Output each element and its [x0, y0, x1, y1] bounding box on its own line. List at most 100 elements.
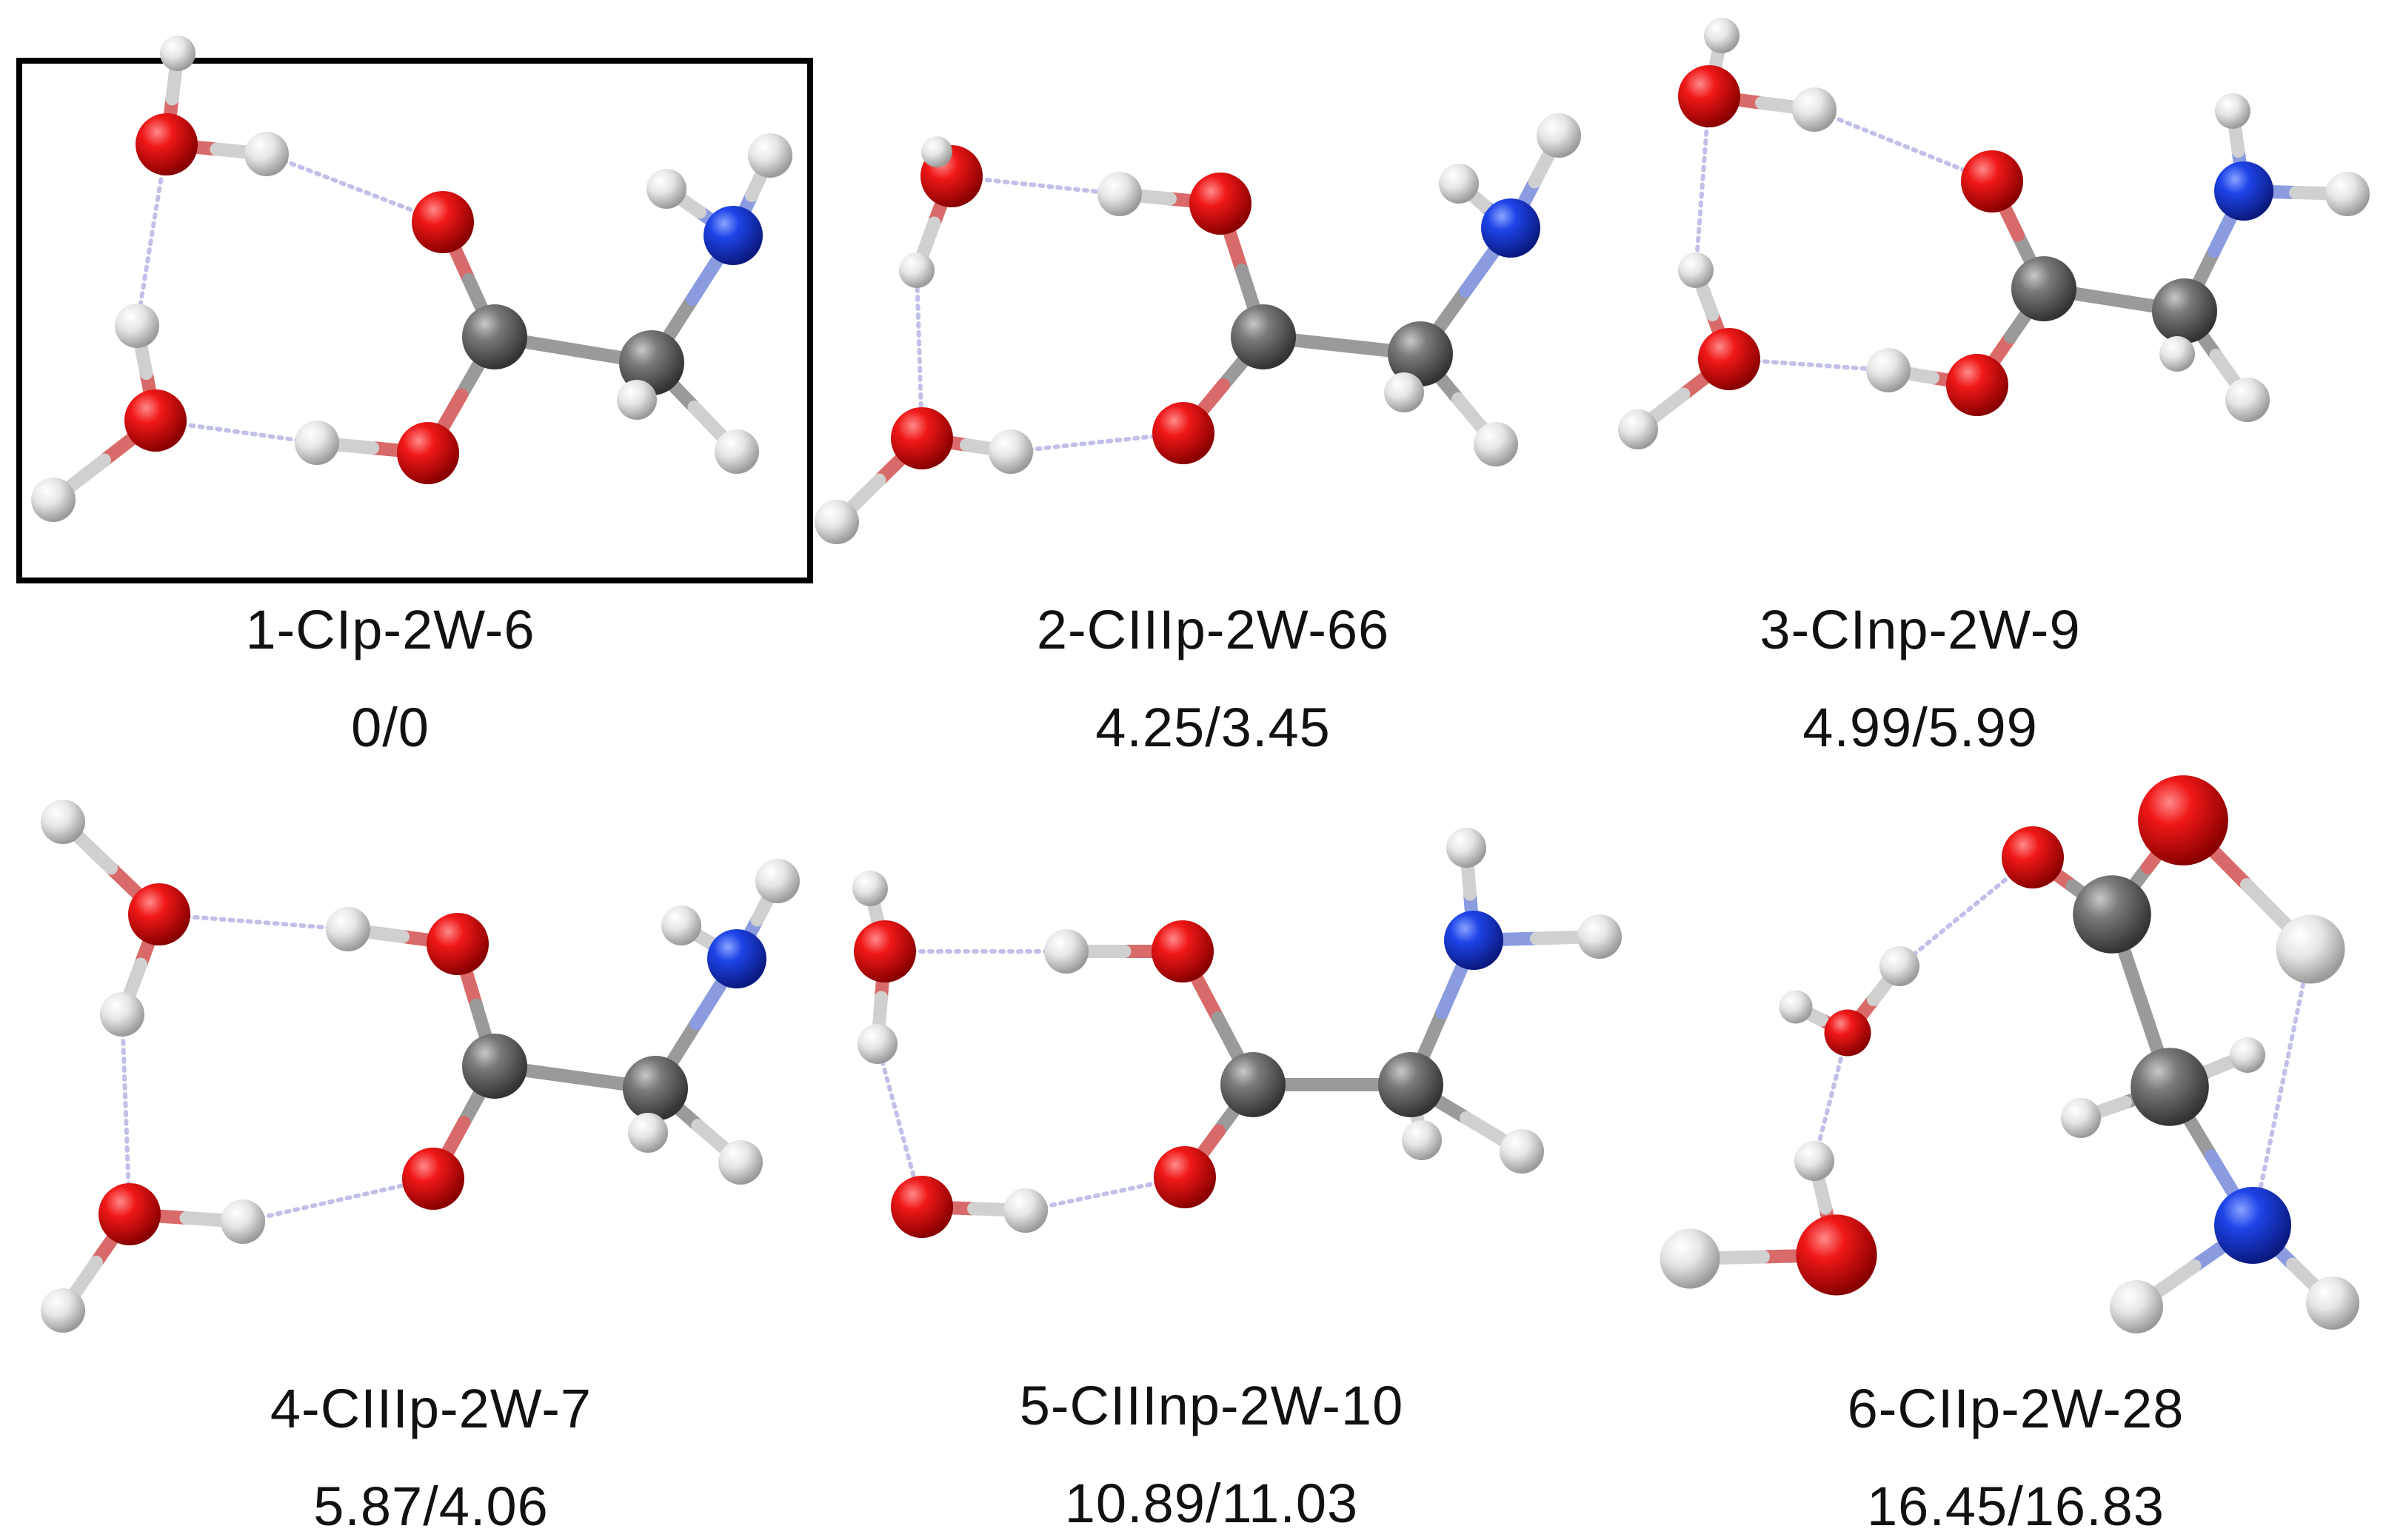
nitrogen-atom	[2214, 161, 2273, 221]
molecule-1	[31, 36, 792, 522]
hydrogen-atom	[2159, 336, 2195, 372]
hydrogen-atom	[2225, 378, 2270, 422]
hydrogen-atom	[715, 429, 759, 474]
hydrogen-atom	[2061, 1098, 2101, 1138]
nitrogen-atom	[1481, 198, 1540, 258]
hydrogen-atom	[1439, 164, 1479, 204]
hydrogen-atom	[2325, 172, 2370, 216]
molecule-2	[815, 113, 1581, 544]
hydrogen-atom	[617, 380, 657, 420]
hydrogen-atom	[295, 421, 339, 465]
hydrogen-atom	[2306, 1276, 2359, 1330]
hydrogen-atom	[100, 992, 144, 1037]
molecule-5	[852, 828, 1622, 1238]
hydrogen-atom	[1660, 1228, 1720, 1289]
hydrogen-atom	[815, 500, 859, 544]
hydrogen-atom	[1678, 252, 1714, 288]
hydrogen-atom	[31, 478, 76, 522]
oxygen-atom	[397, 422, 459, 484]
carbon-atom	[2073, 875, 2151, 954]
carbon-atom	[2131, 1048, 2209, 1126]
carbon-atom	[462, 304, 527, 369]
oxygen-atom	[891, 407, 953, 469]
conformer-label-2: 2-CIIIp-2W-66	[1036, 599, 1390, 660]
nitrogen-atom	[2214, 1187, 2291, 1264]
hydrogen-atom	[2215, 93, 2250, 129]
carbon-atom	[619, 330, 684, 395]
hydrogen-atom	[748, 133, 792, 178]
carbon-atom	[623, 1056, 688, 1121]
hydrogen-atom	[1402, 1120, 1442, 1160]
oxygen-atom	[1824, 1009, 1871, 1057]
carbon-atom	[1220, 1052, 1286, 1117]
oxygen-atom	[1678, 65, 1740, 127]
relative-energy-1: 0/0	[351, 697, 430, 758]
nitrogen-atom	[707, 929, 766, 988]
oxygen-atom	[891, 1176, 953, 1238]
hydrogen-atom	[160, 36, 196, 71]
oxygen-atom	[2138, 775, 2228, 866]
conformer-label-6: 6-CIIp-2W-28	[1847, 1378, 2185, 1439]
hydrogen-atom	[1618, 409, 1658, 449]
hydrogen-atom	[1792, 87, 1837, 132]
hydrogen-atom	[1003, 1188, 1048, 1233]
hydrogen-atom	[1097, 172, 1142, 216]
oxygen-atom	[124, 389, 187, 452]
hydrogen-atom	[1577, 914, 1622, 959]
hydrogen-bond	[264, 152, 445, 224]
hydrogen-atom	[921, 136, 952, 167]
hydrogen-atom	[1879, 946, 1919, 986]
oxygen-atom	[1152, 920, 1214, 982]
hydrogen-atom	[899, 252, 935, 288]
hydrogen-atom	[1537, 113, 1581, 158]
hydrogen-atom	[628, 1113, 668, 1153]
conformer-label-5: 5-CIIInp-2W-10	[1019, 1375, 1404, 1436]
hydrogen-atom	[1500, 1129, 1544, 1174]
highlight-frame	[16, 58, 813, 583]
molecule-4	[41, 800, 800, 1333]
hydrogen-bond	[241, 1176, 435, 1224]
hydrogen-atom	[1044, 929, 1089, 974]
oxygen-atom	[427, 913, 489, 975]
oxygen-atom	[98, 1183, 161, 1245]
conformer-label-4: 4-CIIIp-2W-7	[270, 1378, 592, 1439]
nitrogen-atom	[704, 206, 763, 265]
oxygen-atom	[1154, 1146, 1216, 1208]
hydrogen-atom	[1384, 372, 1424, 412]
hydrogen-atom	[852, 871, 888, 906]
hydrogen-atom	[41, 1288, 85, 1333]
oxygen-atom	[1961, 150, 2023, 212]
hydrogen-atom	[115, 304, 159, 348]
carbon-atom	[1388, 321, 1453, 386]
molecule-3	[1618, 18, 2370, 449]
relative-energy-4: 5.87/4.06	[313, 1476, 549, 1537]
carbon-atom	[462, 1034, 527, 1099]
hydrogen-atom	[221, 1199, 265, 1244]
molecule-6	[1660, 775, 2359, 1333]
hydrogen-atom	[2230, 1037, 2265, 1073]
relative-energy-2: 4.25/3.45	[1095, 697, 1331, 758]
hydrogen-atom	[755, 859, 800, 903]
hydrogen-atom	[646, 169, 686, 209]
hydrogen-atom	[326, 907, 370, 951]
nitrogen-atom	[1444, 911, 1503, 970]
conformer-label-3: 3-CInp-2W-9	[1760, 599, 2081, 660]
oxygen-atom	[402, 1148, 464, 1210]
oxygen-atom	[136, 113, 198, 175]
oxygen-atom	[2002, 826, 2064, 888]
hydrogen-bond	[120, 1012, 132, 1216]
oxygen-atom	[412, 191, 474, 253]
hydrogen-atom	[244, 132, 289, 176]
hydrogen-atom	[661, 905, 701, 945]
hydrogen-bond	[2250, 947, 2313, 1228]
hydrogen-atom	[858, 1024, 898, 1064]
hydrogen-atom	[41, 800, 85, 844]
hydrogen-atom	[2110, 1280, 2163, 1333]
hydrogen-atom	[718, 1140, 763, 1185]
oxygen-atom	[1152, 402, 1214, 464]
conformer-label-1: 1-CIp-2W-6	[245, 599, 535, 660]
hydrogen-bond	[1812, 107, 1994, 184]
oxygen-atom	[854, 920, 916, 982]
hydrogen-atom	[1474, 422, 1518, 466]
